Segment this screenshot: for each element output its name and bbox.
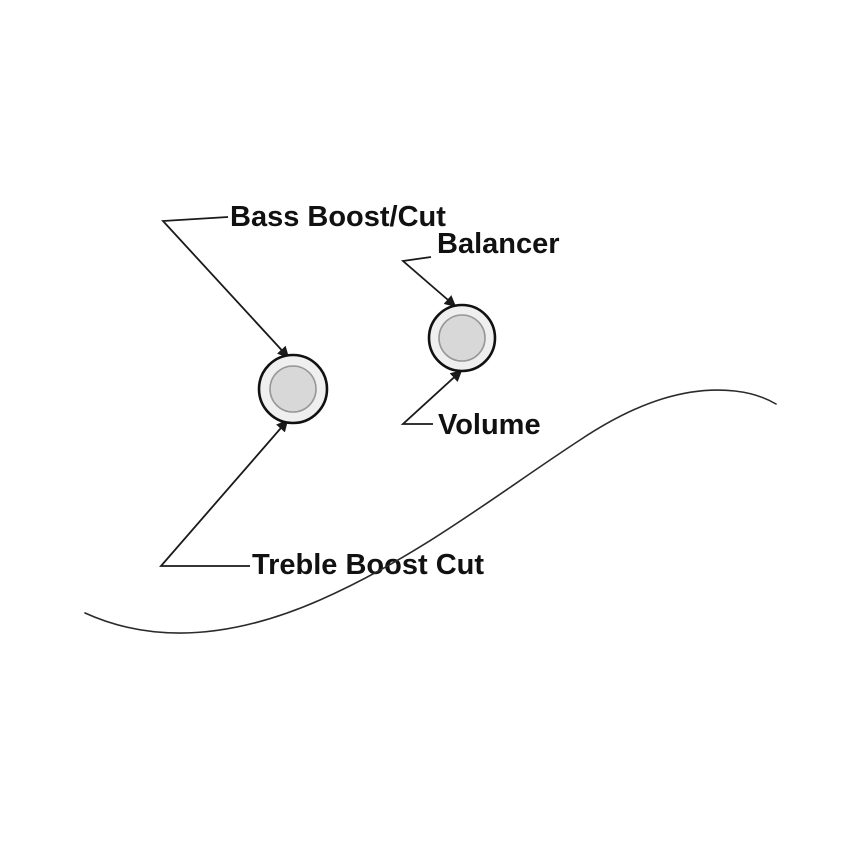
knob-inner-cap — [438, 314, 486, 362]
label-balancer: Balancer — [437, 228, 560, 260]
leader-line-bass — [161, 216, 290, 359]
label-volume: Volume — [438, 409, 541, 441]
label-treble-boost-cut: Treble Boost Cut — [252, 549, 484, 581]
volume-balancer-stacked-knob — [427, 303, 497, 373]
label-bass-boost-cut: Bass Boost/Cut — [230, 201, 446, 233]
body-contour-line — [84, 389, 777, 634]
bass-treble-stacked-knob — [257, 353, 329, 425]
leader-line-treble — [159, 419, 289, 567]
leader-line-balancer — [400, 256, 457, 308]
leader-line-volume — [400, 369, 463, 425]
knob-inner-cap — [269, 365, 317, 413]
